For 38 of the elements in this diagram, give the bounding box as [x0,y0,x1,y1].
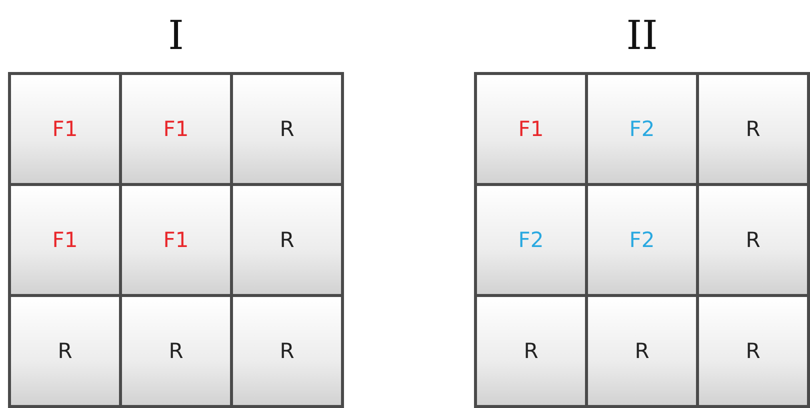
grid-tile [122,75,230,183]
grid-tile [233,186,341,294]
grid-tile [588,75,696,183]
cell-label: F2 [518,228,544,252]
grid-tile [11,75,119,183]
cell-label: R [746,339,760,363]
grid-tile [11,186,119,294]
cell-label: F2 [629,117,655,141]
grid-tile [122,186,230,294]
grid-tile [122,297,230,405]
grid-tile [699,186,807,294]
grid-tile [588,186,696,294]
cell-label: R [280,228,294,252]
grid-tile [477,75,585,183]
grid-tile [699,75,807,183]
grid-tile [477,297,585,405]
grid-title: II [626,12,658,60]
grid-tile [11,297,119,405]
cell-label: R [634,339,650,363]
cell-label: R [280,339,294,363]
cell-label: F1 [52,228,78,252]
grid-tile [588,297,696,405]
cell-label: F1 [52,117,78,141]
cell-label: F1 [163,117,189,141]
cell-label: R [746,117,760,141]
cell-label: F1 [163,228,189,252]
grid-tile [233,297,341,405]
grid-tile [699,297,807,405]
grid-tile [233,75,341,183]
grid-tile [477,186,585,294]
cell-label: R [524,339,538,363]
grid-title: I [168,12,184,60]
cell-label: F2 [629,228,655,252]
cell-label: R [746,228,760,252]
cell-label: R [280,117,294,141]
cell-label: F1 [518,117,544,141]
cell-label: R [168,339,184,363]
cell-label: R [58,339,72,363]
